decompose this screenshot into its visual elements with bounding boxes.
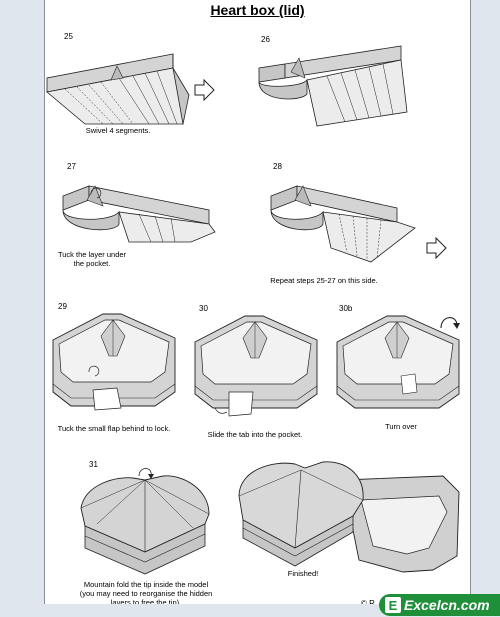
finished-diagram [238, 461, 460, 573]
step-26-diagram [258, 45, 408, 127]
step-27-diagram [62, 185, 216, 243]
step-29-number: 29 [58, 302, 67, 311]
step-26-number: 26 [261, 35, 270, 44]
step-30b-caption: Turn over [385, 422, 417, 431]
next-arrow-icon [194, 78, 215, 102]
window-frame-left [0, 0, 44, 617]
window-frame-bottom [0, 604, 500, 617]
step-30b-number: 30b [339, 304, 353, 313]
window-frame-right [471, 0, 500, 617]
next-arrow-icon [426, 236, 447, 260]
step-29-diagram [52, 313, 176, 411]
step-27-caption: Tuck the layer under the pocket. [57, 250, 127, 268]
watermark-logo-icon: E [385, 597, 401, 613]
watermark-badge: E Excelcn.com [379, 594, 500, 616]
step-28-number: 28 [273, 162, 282, 171]
step-30-number: 30 [199, 304, 208, 313]
watermark-text: Excelcn.com [404, 597, 490, 613]
step-31-caption: Mountain fold the tip inside the model (… [79, 580, 213, 604]
copyright-text: © R [361, 599, 375, 604]
step-28-caption: Repeat steps 25-27 on this side. [270, 276, 378, 285]
step-31-diagram [80, 468, 210, 575]
step-29-caption: Tuck the small flap behind to lock. [57, 424, 171, 433]
step-25-diagram [46, 53, 190, 126]
step-28-diagram [270, 185, 416, 263]
step-25-caption: Swivel 4 segments. [85, 126, 151, 135]
document-page: Heart box (lid) 25 Swivel 4 segments. 26… [44, 0, 471, 604]
turn-over-arrow-icon [440, 317, 460, 329]
step-27-number: 27 [67, 162, 76, 171]
step-30-caption: Slide the tab into the pocket. [207, 430, 303, 439]
step-31-number: 31 [89, 460, 98, 469]
finished-caption: Finished! [287, 569, 319, 578]
step-30b-diagram [336, 315, 460, 409]
step-25-number: 25 [64, 32, 73, 41]
step-30-diagram [194, 315, 318, 417]
page-title: Heart box (lid) [210, 2, 305, 18]
